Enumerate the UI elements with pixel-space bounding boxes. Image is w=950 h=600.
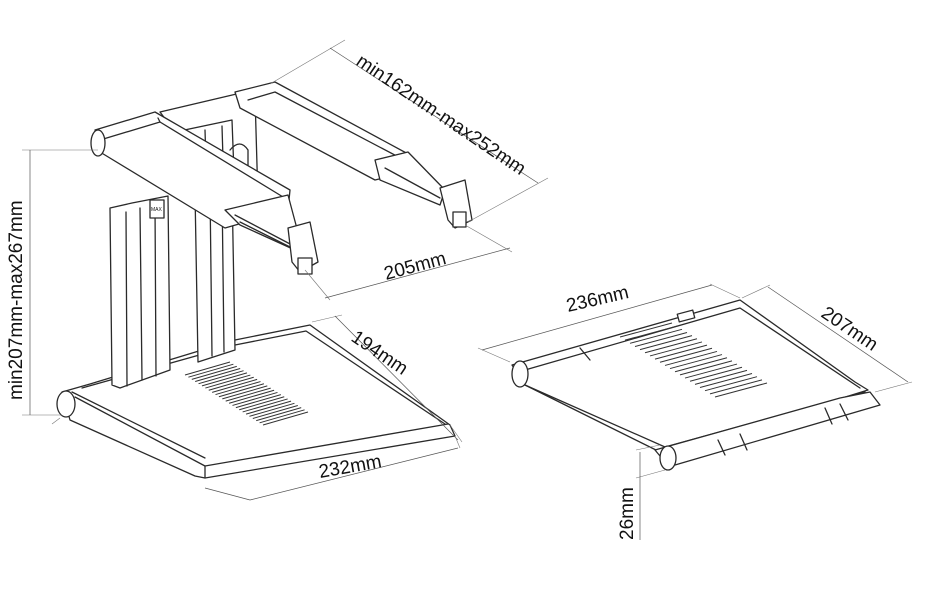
vent-slat [249,402,295,417]
max-mark: MAX [151,207,163,213]
vent-slat [262,411,309,426]
support-column: MAX [109,185,236,389]
vent-slat [184,361,231,376]
vent-slat [242,398,288,413]
folded-width-label: 236mm [564,282,630,317]
base-vents [184,361,309,426]
vent-slat [619,322,673,338]
vent-slat [245,400,292,415]
vent-slat [191,365,237,380]
vent-slat [198,370,244,385]
rear-arm [234,81,473,229]
vent-slat [222,385,268,400]
folded-height-label: 26mm [617,487,638,540]
vent-slat [218,383,265,398]
vent-slat [235,394,282,409]
vent-slat [649,341,703,357]
vent-slat [215,381,261,396]
vent-slat [679,360,733,376]
vent-slat [208,376,254,391]
vent-slat [195,368,241,383]
height-label: min207mm-max267mm [6,200,27,400]
folded-vents [619,322,768,398]
unfolded-stand: MAX [6,39,549,501]
vent-slat [239,396,285,411]
folded-body [511,299,881,471]
vent-slat [188,363,234,378]
height-dimension: min207mm-max267mm [6,149,98,416]
vent-slat [659,347,713,363]
vent-slat [709,379,763,395]
vent-slat [256,407,302,422]
folded-stand: 236mm 207mm 26mm [477,282,913,540]
vent-slat [644,338,698,354]
folded-depth-label: 207mm [817,303,881,356]
vent-slat [252,404,298,419]
vent-slat [201,372,248,387]
vent-slat [211,378,258,393]
vent-slat [694,369,748,385]
vent-slat [654,344,708,360]
vent-slat [228,389,275,404]
vent-slat [639,335,693,351]
vent-slat [704,376,758,392]
vent-slat [225,387,271,402]
vent-slat [684,363,738,379]
vent-slat [669,354,723,370]
vent-slat [259,409,305,424]
front-arm [90,111,319,275]
vent-slat [624,325,678,341]
vent-slat [634,331,688,347]
vent-slat [629,328,683,344]
arm-width-dimension: 205mm [304,224,513,301]
folded-height-dimension: 26mm [617,444,666,540]
vent-slat [232,391,278,406]
arm-width-label: 205mm [382,248,449,285]
vent-slat [674,357,728,373]
vent-slat [689,366,743,382]
vent-slat [205,374,251,389]
vent-slat [664,350,718,366]
vent-slat [714,382,768,398]
vent-slat [699,373,753,389]
